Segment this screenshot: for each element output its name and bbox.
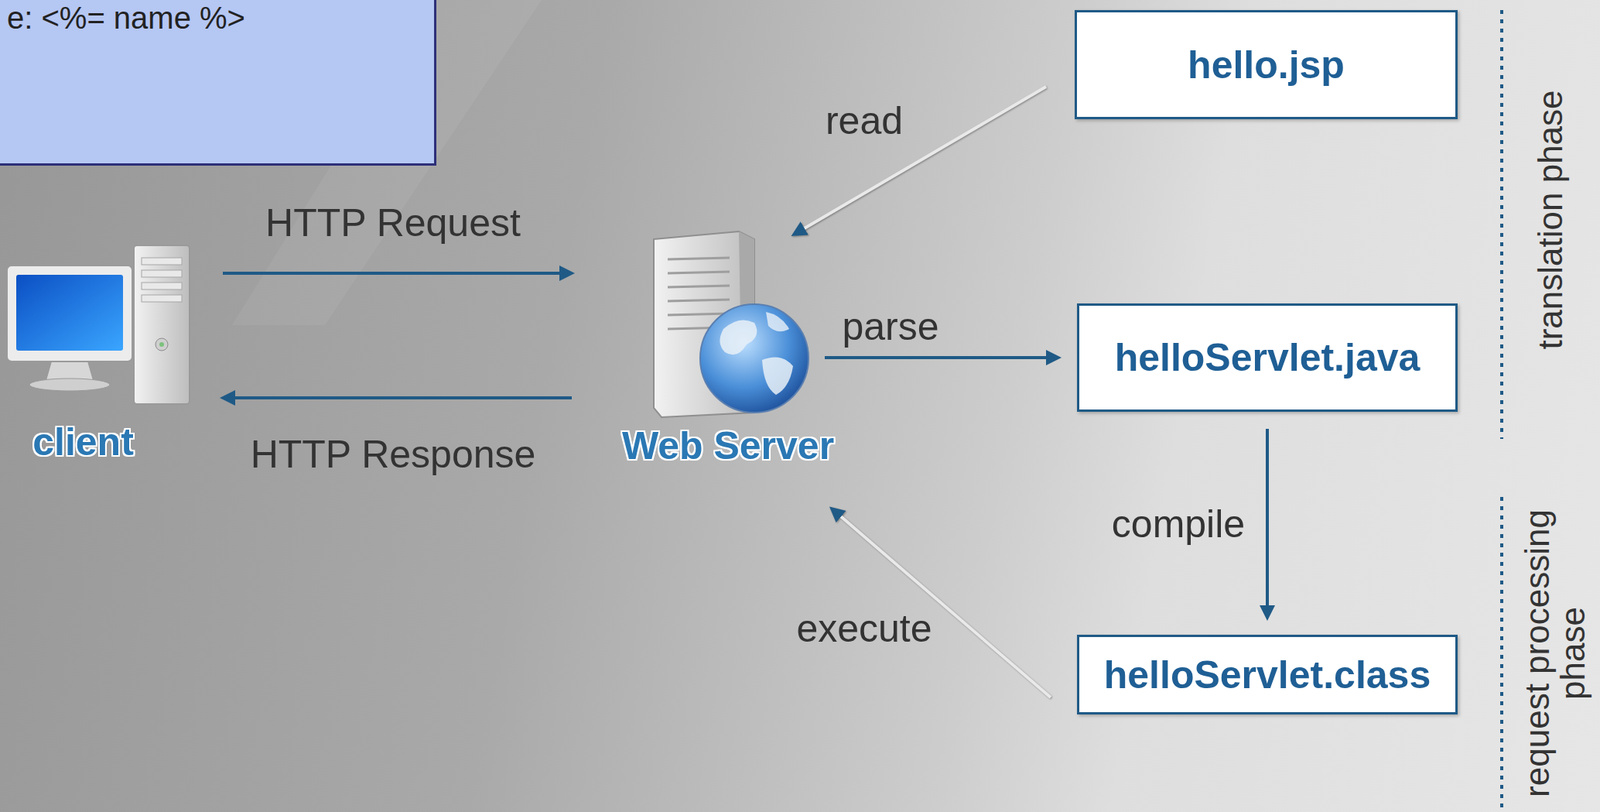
node-label: helloServlet.java	[1114, 335, 1421, 380]
phase-divider	[1500, 10, 1504, 439]
node-caption: client	[3, 419, 163, 465]
parse-arrow	[824, 355, 1059, 359]
phase-label: translation phase	[1532, 3, 1569, 437]
client-illustration	[3, 243, 194, 408]
edge-label: parse	[841, 304, 939, 349]
client-computer: client	[3, 243, 198, 469]
computer-icon	[6, 245, 190, 404]
code-snippet-box: e: <%= name %>	[0, 0, 437, 166]
node-caption: Web Server	[615, 423, 842, 469]
phase-label: request processing phase	[1519, 490, 1591, 812]
file-box: hello.jsp	[1074, 10, 1458, 120]
node-label: hello.jsp	[1187, 42, 1345, 88]
edge-label: HTTP Request	[265, 200, 521, 246]
read-arrow	[793, 86, 1047, 235]
server-illustration	[638, 228, 840, 422]
server-icon	[653, 231, 809, 418]
node-label: helloServlet.class	[1104, 652, 1431, 698]
node-label: e: <%= name %>	[6, 0, 246, 36]
compile-arrow	[1265, 428, 1269, 618]
edge-label: compile	[1111, 501, 1245, 547]
phase-divider	[1500, 496, 1504, 812]
execute-arrow	[831, 508, 1051, 698]
request-arrow	[222, 271, 572, 275]
edge-label: execute	[796, 605, 932, 651]
web-server: Web Server	[615, 228, 842, 469]
edge-label: read	[825, 98, 903, 144]
file-box: helloServlet.java	[1076, 303, 1458, 412]
response-arrow	[222, 396, 572, 400]
file-box: helloServlet.class	[1076, 634, 1458, 715]
edge-label: HTTP Response	[250, 431, 537, 477]
